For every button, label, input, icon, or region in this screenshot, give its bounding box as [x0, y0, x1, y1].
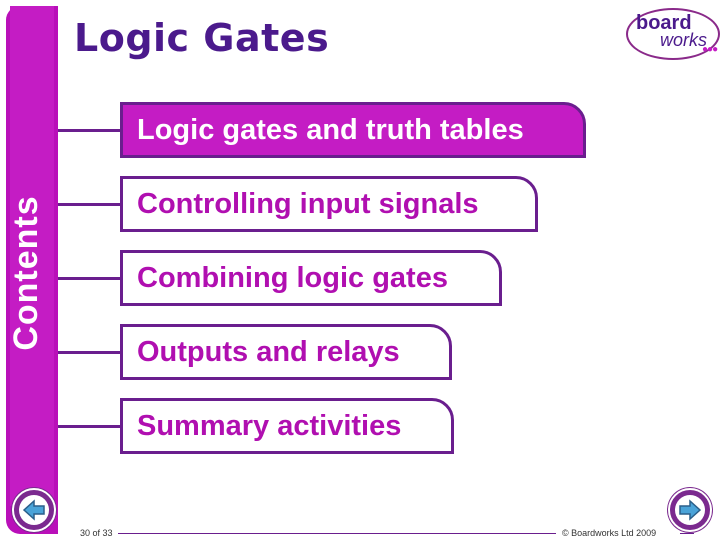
previous-button[interactable]	[12, 488, 56, 532]
menu-item-label: Controlling input signals	[137, 187, 479, 220]
copyright-text: © Boardworks Ltd 2009	[562, 528, 657, 538]
arrow-right-icon	[675, 495, 705, 525]
menu-connector	[58, 203, 124, 206]
menu-item-controlling-input-signals[interactable]: Controlling input signals	[120, 176, 538, 232]
footer-divider	[680, 533, 694, 534]
logo-text-works: works	[660, 30, 708, 50]
menu-item-label: Combining logic gates	[137, 261, 448, 294]
menu-item-summary-activities[interactable]: Summary activities	[120, 398, 454, 454]
logo-dots: ●●●	[702, 44, 718, 55]
menu-item-label: Outputs and relays	[137, 335, 400, 368]
menu-connector	[58, 277, 124, 280]
footer-divider	[118, 533, 556, 534]
menu-item-outputs-and-relays[interactable]: Outputs and relays	[120, 324, 452, 380]
sidebar: Contents	[6, 6, 58, 534]
page-title: Logic Gates	[74, 16, 330, 60]
page-number: 30 of 33	[80, 528, 113, 538]
menu-item-combining-logic-gates[interactable]: Combining logic gates	[120, 250, 502, 306]
menu-item-label: Logic gates and truth tables	[137, 113, 524, 146]
menu-item-label: Summary activities	[137, 409, 402, 442]
menu-connector	[58, 425, 124, 428]
next-button[interactable]	[668, 488, 712, 532]
contents-label: Contents	[7, 195, 45, 351]
menu-connector	[58, 129, 124, 132]
arrow-left-icon	[19, 495, 49, 525]
boardworks-logo: board works ●●●	[626, 8, 720, 60]
logo-text-board: board	[636, 12, 692, 34]
sidebar-band	[10, 6, 54, 506]
menu-item-logic-gates-and-truth-tables[interactable]: Logic gates and truth tables	[120, 102, 586, 158]
menu-connector	[58, 351, 124, 354]
